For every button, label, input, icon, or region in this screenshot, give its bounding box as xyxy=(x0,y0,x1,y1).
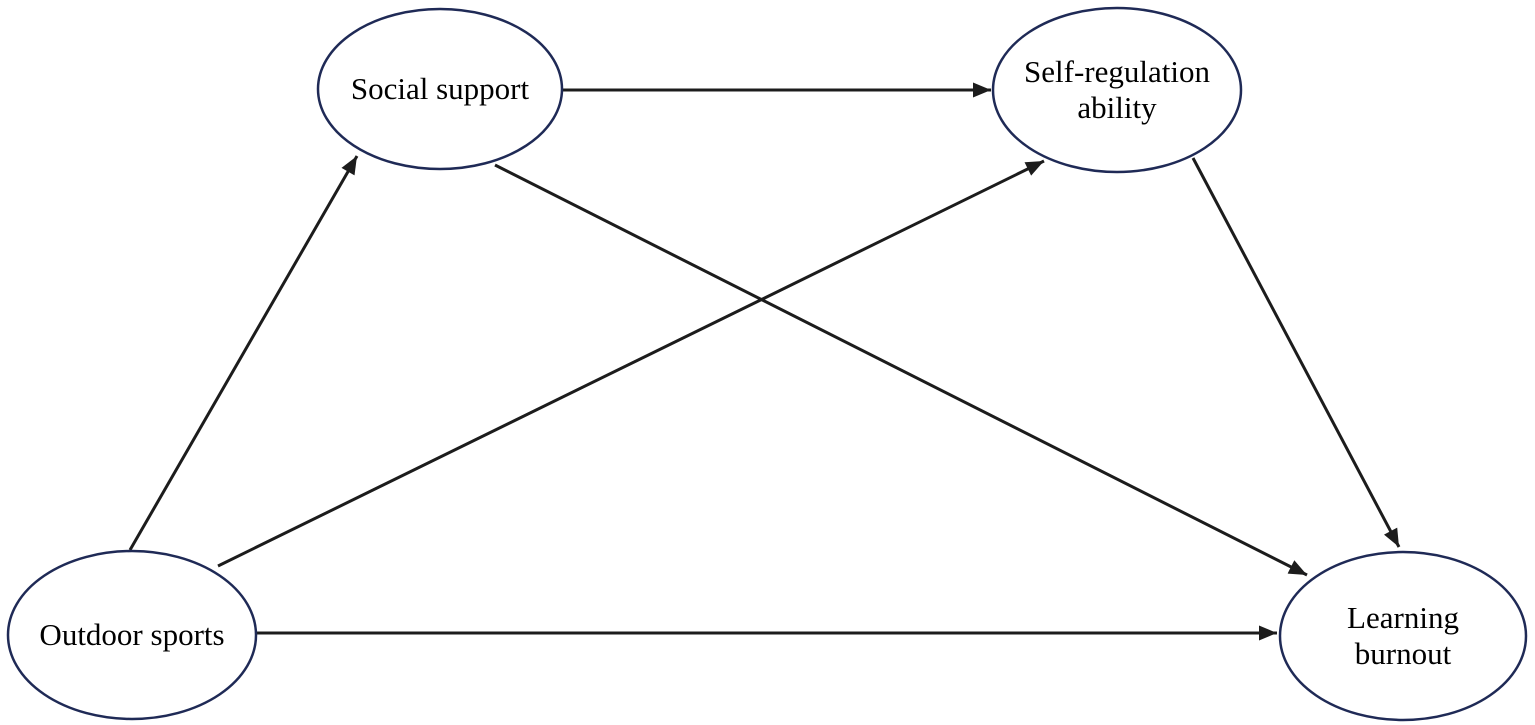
node-social-support-ellipse xyxy=(316,7,564,171)
node-outdoor-sports-ellipse xyxy=(6,549,258,721)
edge-social-support-to-learning-burnout xyxy=(494,163,1308,577)
edge-outdoor-sports-to-social-support xyxy=(128,155,359,551)
node-label-self-regulation-ability: Self-regulation ability xyxy=(1024,54,1210,125)
node-label-outdoor-sports: Outdoor sports xyxy=(39,617,225,652)
edge-outdoor-sports-to-self-regulation-ability xyxy=(217,159,1045,568)
node-learning-burnout-ellipse xyxy=(1278,550,1528,722)
edge-self-regulation-ability-to-learning-burnout xyxy=(1191,157,1401,548)
node-self-regulation-ability-ellipse xyxy=(991,6,1243,174)
node-label-learning-burnout: Learning burnout xyxy=(1347,600,1459,671)
node-label-social-support: Social support xyxy=(350,71,530,106)
